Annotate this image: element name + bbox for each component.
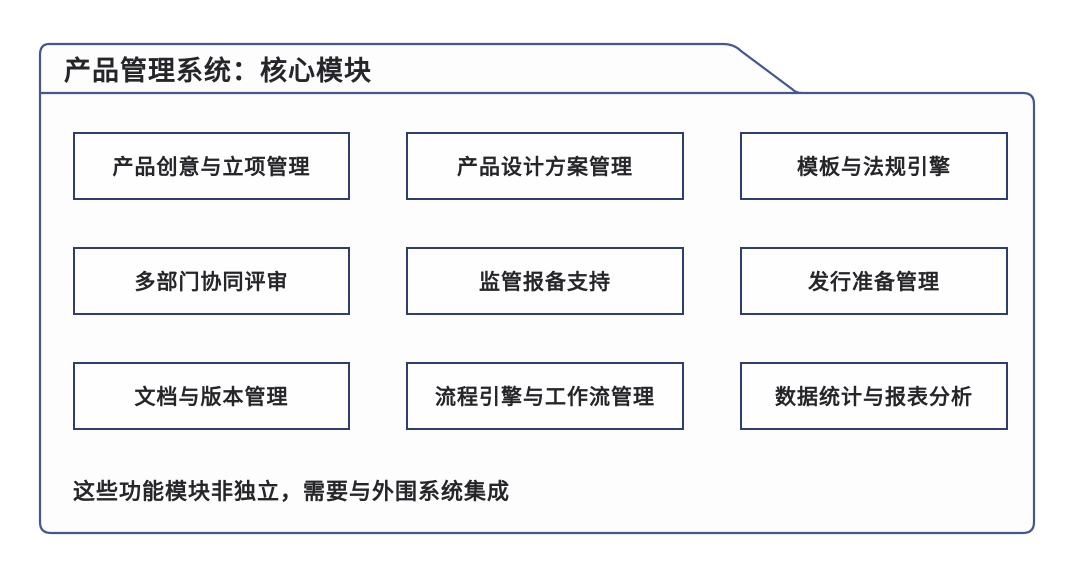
module-label: 流程引擎与工作流管理 [435, 385, 655, 409]
module-label: 发行准备管理 [808, 270, 940, 294]
module-label: 数据统计与报表分析 [775, 385, 973, 409]
module-box-regulatory-filing: 监管报备支持 [406, 247, 684, 315]
integration-note: 这些功能模块非独立，需要与外围系统集成 [73, 479, 511, 504]
module-box-document-version: 文档与版本管理 [73, 362, 350, 430]
module-label: 多部门协同评审 [134, 270, 289, 294]
module-box-multi-department-review: 多部门协同评审 [73, 247, 350, 315]
module-box-issuance-preparation: 发行准备管理 [740, 247, 1008, 315]
module-box-design-scheme: 产品设计方案管理 [406, 132, 684, 200]
module-label: 产品创意与立项管理 [112, 155, 311, 179]
module-label: 监管报备支持 [479, 270, 611, 294]
module-label: 文档与版本管理 [134, 385, 289, 409]
module-box-statistics-report: 数据统计与报表分析 [740, 362, 1008, 430]
module-box-workflow-engine: 流程引擎与工作流管理 [406, 362, 684, 430]
module-label: 模板与法规引擎 [797, 155, 951, 179]
diagram-title: 产品管理系统：核心模块 [64, 56, 372, 86]
module-label: 产品设计方案管理 [457, 155, 633, 179]
modules-grid: 产品创意与立项管理 产品设计方案管理 模板与法规引擎 多部门协同评审 监管报备支… [73, 132, 1008, 430]
module-box-template-regulation-engine: 模板与法规引擎 [740, 132, 1008, 200]
module-box-idea-management: 产品创意与立项管理 [73, 132, 350, 200]
